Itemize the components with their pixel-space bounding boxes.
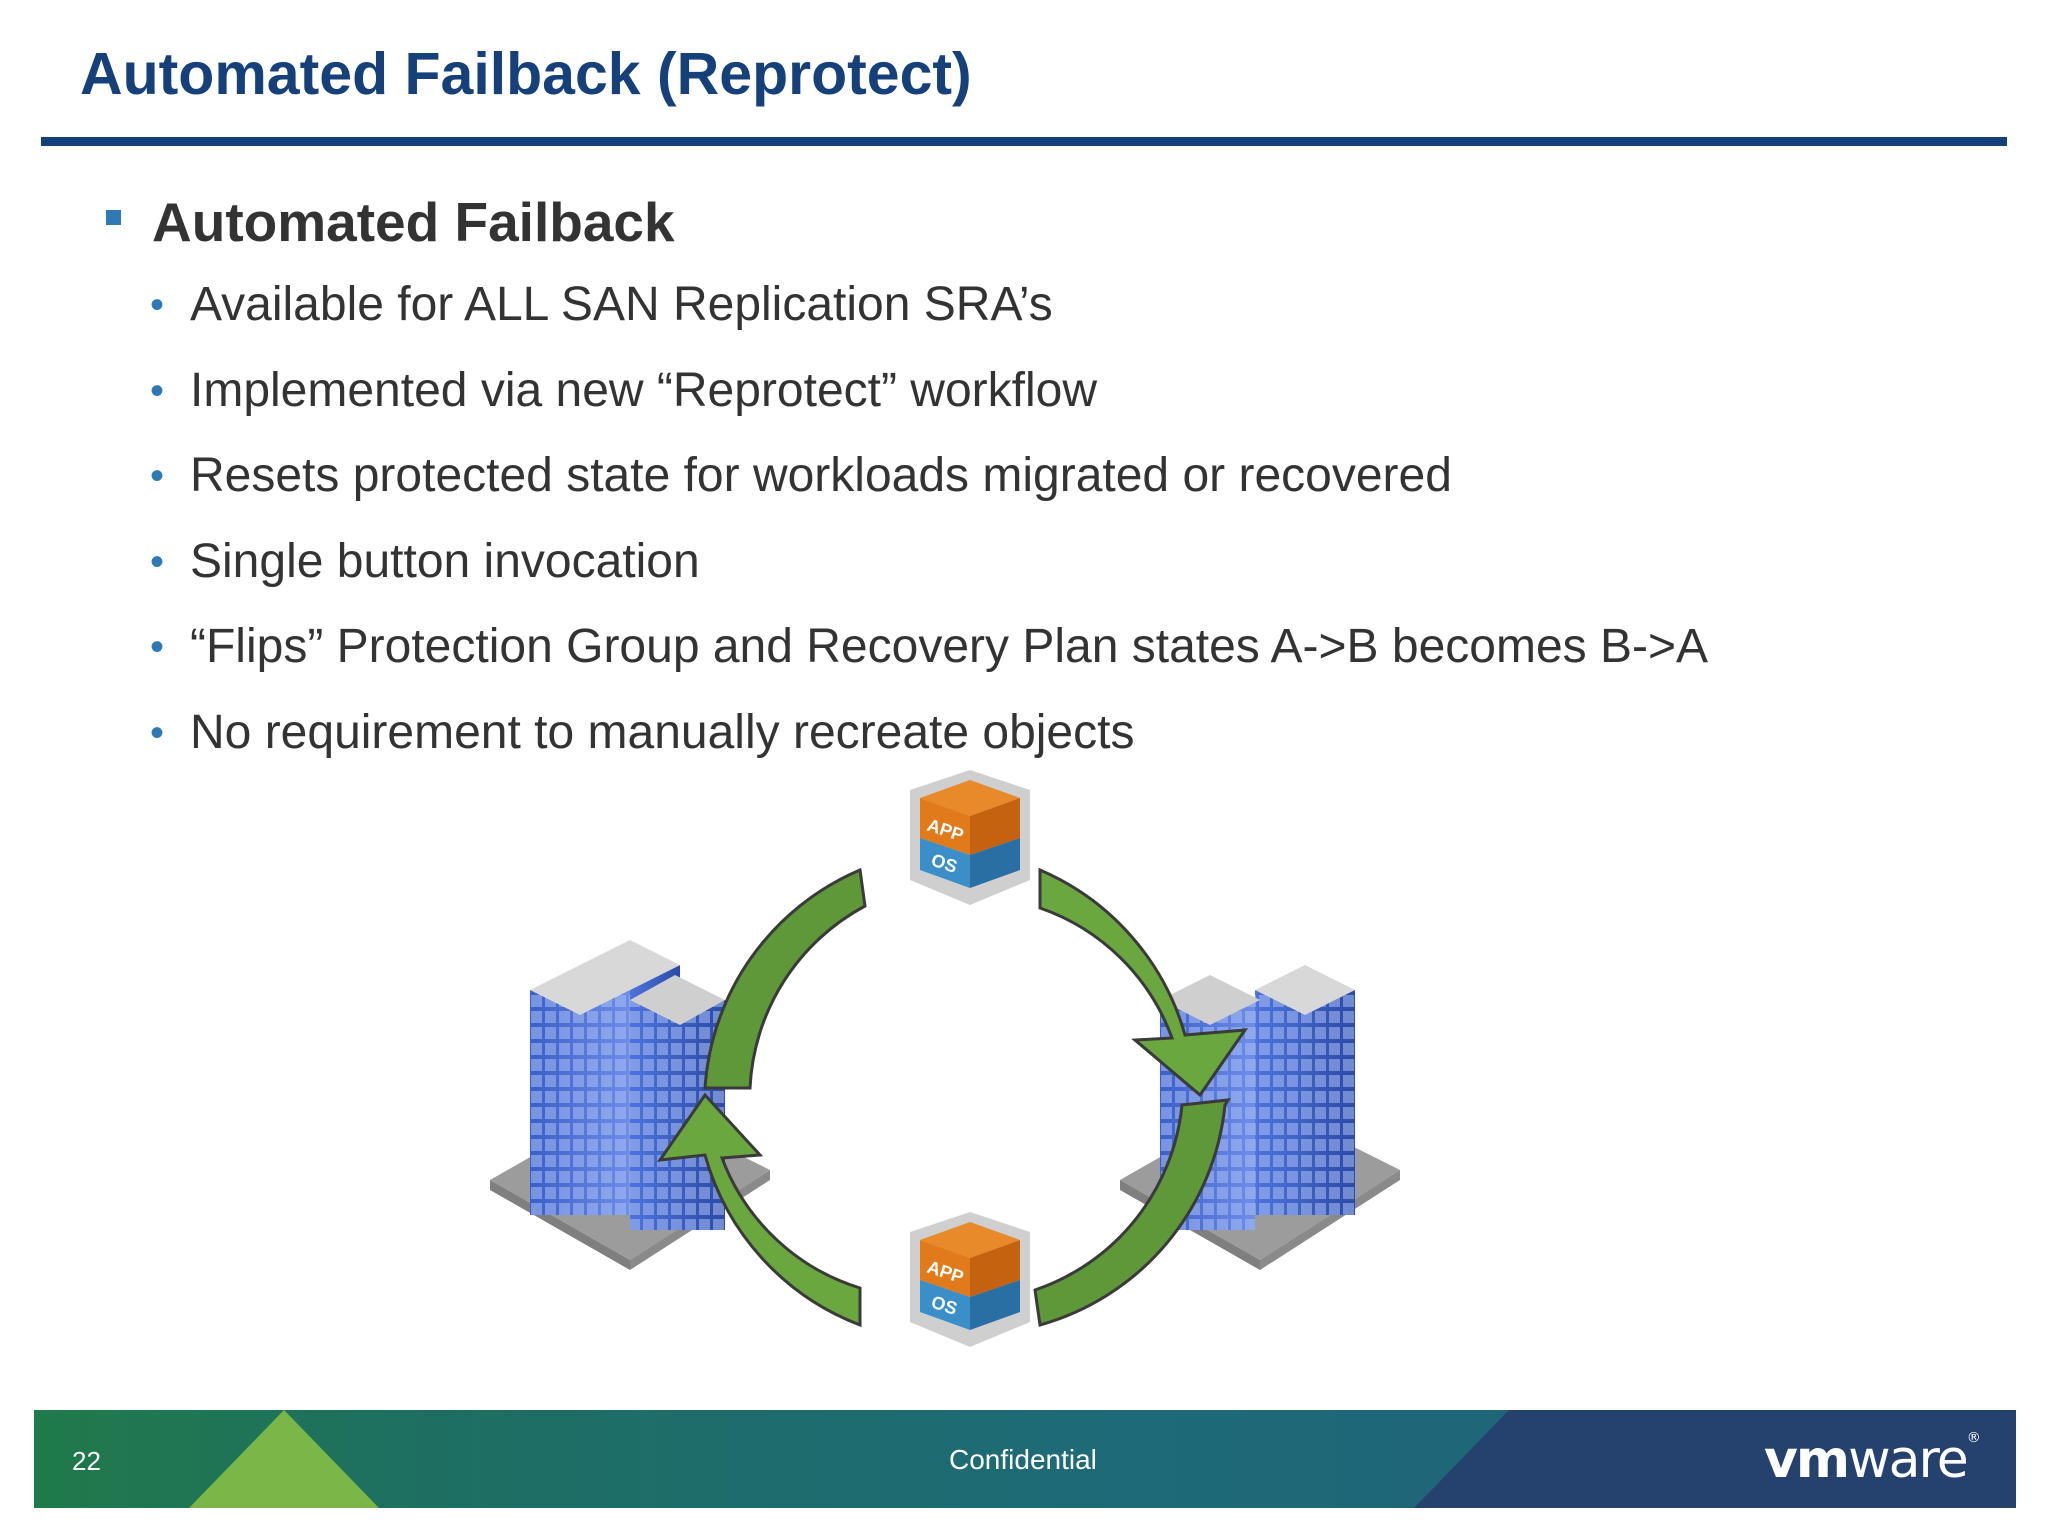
bullet-square-icon: [106, 210, 121, 225]
logo-registered-mark: ®: [1966, 1430, 1981, 1446]
logo-bold-part: vm: [1764, 1430, 1850, 1490]
section-heading: Automated Failback: [152, 191, 675, 253]
bullet-item: • Implemented via new “Reprotect” workflo…: [150, 361, 1708, 447]
bullet-text: Resets protected state for workloads mig…: [190, 449, 1452, 502]
bullet-text: Available for ALL SAN Replication SRA’s: [190, 278, 1053, 331]
bullet-dot-icon: •: [150, 283, 165, 327]
slide-title: Automated Failback (Reprotect): [80, 41, 972, 107]
footer-background: [34, 1410, 2016, 1508]
bullet-item: • No requirement to manually recreate obj…: [150, 703, 1708, 789]
bullet-text: “Flips” Protection Group and Recovery Pl…: [190, 620, 1709, 673]
footer-bar: 22 Confidential vmware®: [34, 1410, 2016, 1508]
bullet-item: • Single button invocation: [150, 532, 1708, 618]
bullet-dot-icon: •: [150, 710, 165, 755]
right-datacenter-building-icon: [1120, 965, 1400, 1270]
confidential-label: Confidential: [949, 1444, 1097, 1475]
bullet-dot-icon: •: [150, 454, 165, 498]
failback-diagram: APP OS APP OS: [490, 770, 1400, 1347]
bullet-item: • Available for ALL SAN Replication SRA’s: [150, 275, 1708, 361]
bullet-list: • Available for ALL SAN Replication SRA’s…: [150, 275, 1708, 788]
title-rule: [41, 137, 2007, 146]
vmware-logo: vmware®: [1764, 1430, 1981, 1490]
logo-light-part: ware: [1848, 1430, 1969, 1490]
page-number: 22: [72, 1446, 101, 1476]
bullet-text: Single button invocation: [190, 534, 700, 588]
left-datacenter-building-icon: [490, 940, 770, 1270]
bullet-text: No requirement to manually recreate obje…: [190, 705, 1135, 759]
bullet-dot-icon: •: [150, 368, 165, 413]
reprotect-cycle-arrows-icon: [656, 867, 1249, 1328]
bullet-item: • “Flips” Protection Group and Recovery P…: [150, 617, 1708, 703]
vm-bottom-icon: APP OS: [910, 1212, 1030, 1347]
vm-top-icon: APP OS: [910, 770, 1030, 905]
bullet-item: • Resets protected state for workloads mi…: [150, 446, 1708, 532]
bullet-dot-icon: •: [150, 539, 165, 584]
bullet-text: Implemented via new “Reprotect” workflow: [190, 363, 1098, 417]
bullet-dot-icon: •: [150, 625, 165, 669]
